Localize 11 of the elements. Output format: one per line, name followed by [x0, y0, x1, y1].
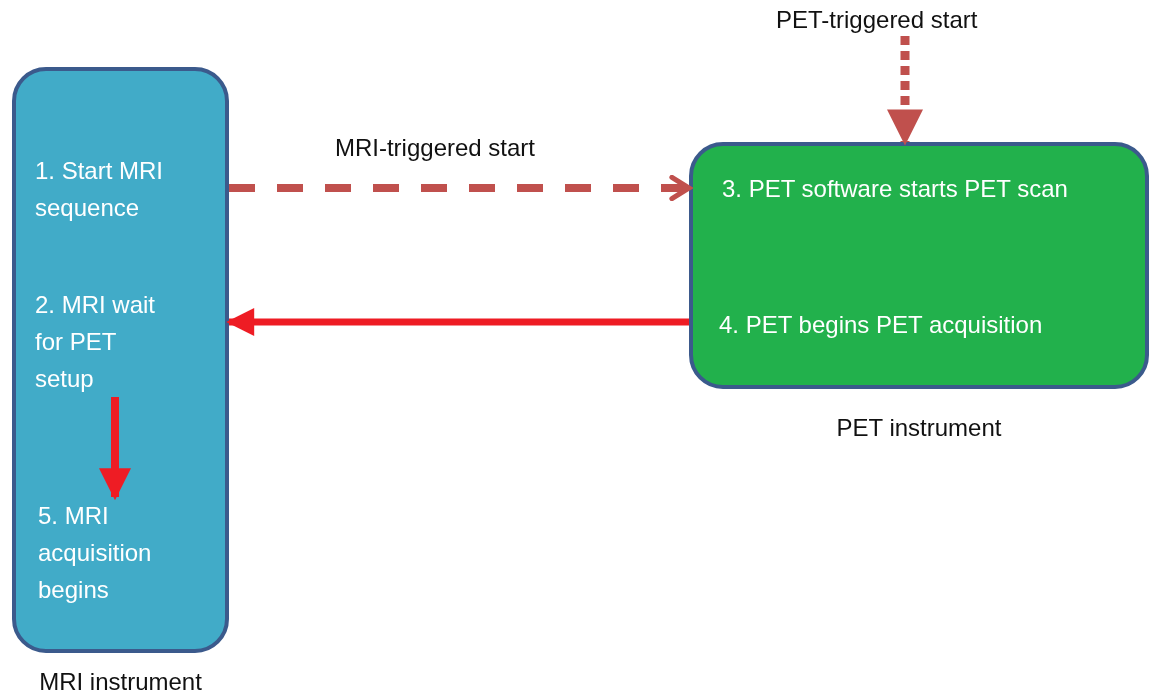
arrow [887, 36, 923, 146]
step-text: 2. MRI wait for PET setup [35, 286, 175, 397]
step-text: 5. MRI acquisition begins [38, 497, 188, 608]
arrow [229, 174, 692, 202]
step-text: 1. Start MRI sequence [35, 152, 185, 226]
trigger-text: PET-triggered start [776, 6, 1016, 34]
step-text: 3. PET software starts PET scan [722, 170, 1122, 207]
arrow [226, 308, 689, 336]
instrument-heading: PET instrument [835, 414, 1003, 442]
instrument-heading: MRI instrument [38, 668, 203, 696]
step-text: 4. PET begins PET acquisition [719, 306, 1119, 343]
